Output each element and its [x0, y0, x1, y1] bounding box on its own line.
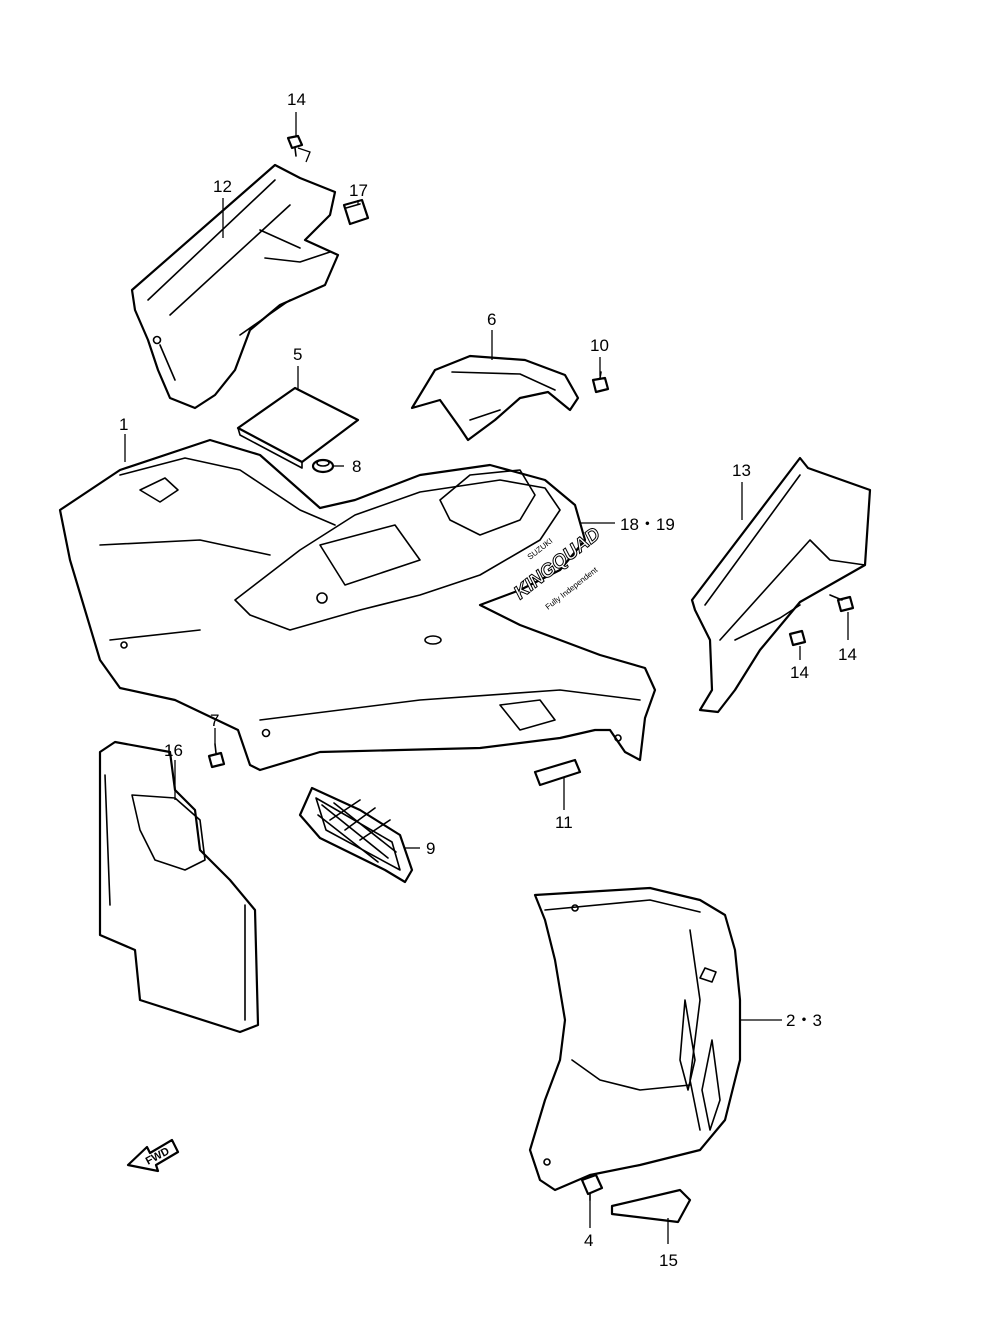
part-14-screw-right-upper — [829, 594, 855, 613]
part-13-side-cover — [690, 456, 872, 714]
part-14-screw-right-lower — [788, 629, 807, 647]
label-1: 1 — [119, 415, 128, 434]
part-8-cushion — [311, 458, 335, 474]
part-16-mud-guard — [98, 740, 260, 1034]
part-9-grille — [298, 786, 414, 884]
label-17: 17 — [349, 181, 368, 200]
label-12: 12 — [213, 177, 232, 196]
part-1-rear-fender — [58, 438, 657, 772]
label-14-lower: 14 — [790, 663, 809, 682]
label-14-right: 14 — [838, 645, 857, 664]
label-16: 16 — [164, 741, 183, 760]
part-labels: 14 12 17 5 6 10 1 8 13 18・19 14 14 7 16 … — [119, 90, 857, 1270]
label-8: 8 — [352, 457, 361, 476]
part-14-screw-top — [286, 134, 304, 157]
label-14-top: 14 — [287, 90, 306, 109]
label-6: 6 — [487, 310, 496, 329]
part-4-screw — [580, 1173, 604, 1201]
leader-lines — [124, 112, 849, 1244]
label-4: 4 — [584, 1231, 593, 1250]
label-18-19: 18・19 — [620, 515, 675, 534]
part-12-side-cover — [130, 163, 340, 410]
part-5-cover-plate — [236, 386, 360, 469]
label-15: 15 — [659, 1251, 678, 1270]
label-13: 13 — [732, 461, 751, 480]
part-17-grommet — [342, 198, 370, 226]
label-10: 10 — [590, 336, 609, 355]
label-9: 9 — [426, 839, 435, 858]
part-15-strip — [610, 1188, 692, 1224]
part-2-3-inner-fender — [528, 886, 742, 1192]
label-7: 7 — [210, 711, 219, 730]
fwd-arrow-icon: FWD — [126, 1138, 180, 1173]
part-6-center-guard — [410, 354, 580, 442]
label-5: 5 — [293, 345, 302, 364]
label-11: 11 — [555, 813, 573, 832]
part-11-pad — [533, 758, 582, 787]
label-2-3: 2・3 — [786, 1011, 822, 1030]
part-7-screw — [207, 743, 226, 769]
